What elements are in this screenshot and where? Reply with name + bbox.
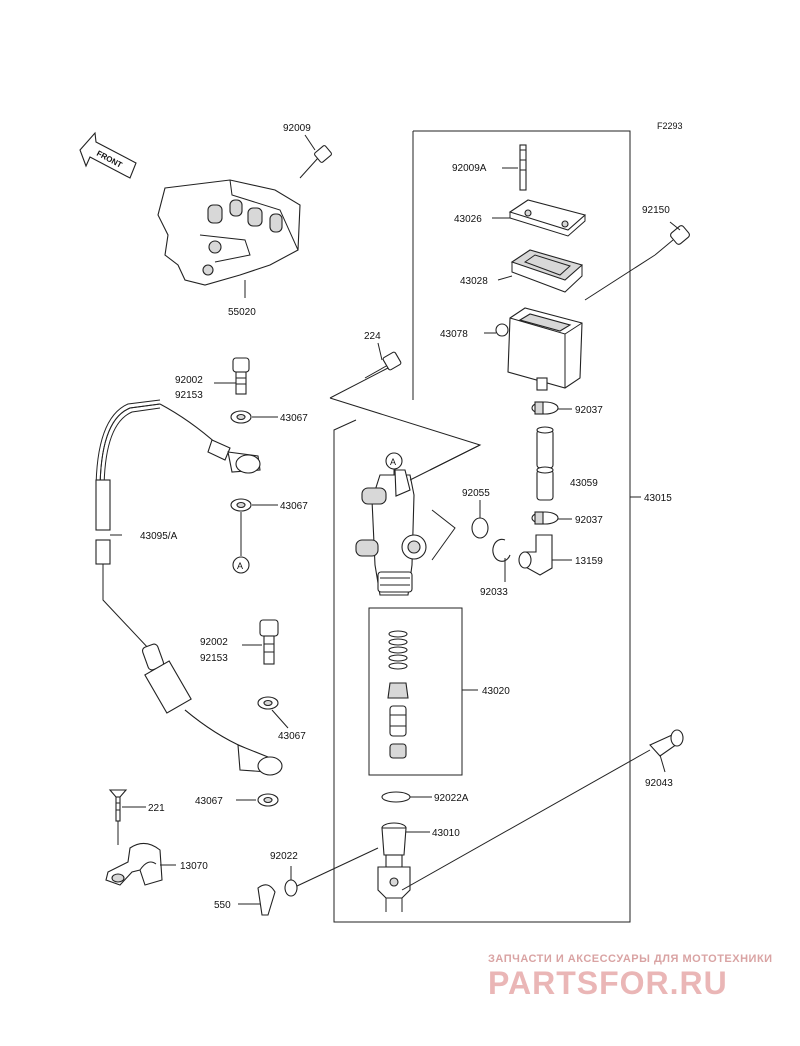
washer-92022-icon	[284, 847, 379, 897]
callout-43067-d: 43067	[195, 796, 223, 807]
callout-43028: 43028	[460, 276, 488, 287]
assembly-box-43015	[333, 130, 641, 923]
callout-92037-top: 92037	[575, 405, 603, 416]
banjo-bolt-top-icon	[214, 357, 250, 395]
watermark-brand: PARTSFOR.RU	[488, 965, 728, 1001]
bolt-92150-icon	[584, 221, 690, 301]
washer-43067-c-icon	[257, 696, 289, 729]
cotter-pin-550-icon	[238, 884, 276, 916]
clamp-92037-bottom-icon	[531, 511, 572, 525]
figure-code: F2293	[657, 121, 683, 131]
callout-13159: 13159	[575, 556, 603, 567]
callout-92033: 92033	[480, 587, 508, 598]
hose-43059-icon	[536, 426, 554, 501]
circlip-92022A-icon	[381, 791, 432, 803]
fitting-13159-icon	[518, 534, 572, 576]
callout-43067-a: 43067	[280, 413, 308, 424]
callout-43026: 43026	[454, 214, 482, 225]
callout-224: 224	[364, 331, 381, 342]
screw-221-icon	[108, 789, 146, 845]
callout-92153-top: 92153	[175, 390, 203, 401]
callout-550: 550	[214, 900, 231, 911]
master-cylinder-body-icon	[355, 444, 481, 596]
marker-a-hose: A	[232, 556, 250, 574]
callout-92002-bottom: 92002	[200, 637, 228, 648]
svg-text:A: A	[390, 457, 396, 467]
hose-clamp-13070-icon	[105, 842, 176, 886]
svg-text:A: A	[237, 561, 243, 571]
bolt-224-icon	[329, 342, 482, 471]
washer-43067-d-icon	[236, 793, 279, 807]
pin-92043-icon	[401, 729, 684, 891]
reservoir-43078-icon	[484, 307, 583, 391]
circlip-92033-icon	[492, 538, 511, 582]
callout-43067-b: 43067	[280, 501, 308, 512]
callout-92037-bottom: 92037	[575, 515, 603, 526]
callout-55020: 55020	[228, 307, 256, 318]
callout-43020: 43020	[482, 686, 510, 697]
guard-plate-55020	[157, 179, 301, 298]
callout-43095A: 43095/A	[140, 531, 178, 542]
callout-92002-top: 92002	[175, 375, 203, 386]
brake-hose-43095A-icon	[95, 399, 283, 776]
oring-92055-icon	[431, 500, 489, 561]
callout-92043: 92043	[645, 778, 673, 789]
washer-43067-b-icon	[230, 498, 278, 556]
callout-43059: 43059	[570, 478, 598, 489]
callout-92055: 92055	[462, 488, 490, 499]
cap-43026-icon	[492, 199, 587, 237]
clamp-92037-top-icon	[531, 401, 572, 415]
callout-43010: 43010	[432, 828, 460, 839]
callout-92153-bottom: 92153	[200, 653, 228, 664]
callout-92009: 92009	[283, 123, 311, 134]
callout-221: 221	[148, 803, 165, 814]
callout-43015: 43015	[644, 493, 672, 504]
pushrod-43010-icon	[377, 822, 430, 912]
watermark-tagline: ЗАПЧАСТИ И АКСЕССУАРЫ ДЛЯ МОТОТЕХНИКИ	[488, 953, 773, 965]
callout-92009A: 92009A	[452, 163, 487, 174]
piston-kit-43020-icon	[368, 607, 478, 776]
callout-13070: 13070	[180, 861, 208, 872]
front-arrow-icon: FRONT	[79, 131, 137, 179]
callout-92022A: 92022A	[434, 793, 469, 804]
callout-92022: 92022	[270, 851, 298, 862]
bolt-92009A-icon	[502, 144, 527, 191]
diaphragm-43028-icon	[497, 249, 584, 293]
callout-43078: 43078	[440, 329, 468, 340]
banjo-bolt-bottom-icon	[242, 619, 279, 665]
washer-43067-a-icon	[230, 410, 278, 424]
marker-a-cylinder: A	[385, 452, 403, 470]
callout-92150: 92150	[642, 205, 670, 216]
bolt-92009-icon	[299, 134, 332, 179]
callout-43067-c: 43067	[278, 731, 306, 742]
